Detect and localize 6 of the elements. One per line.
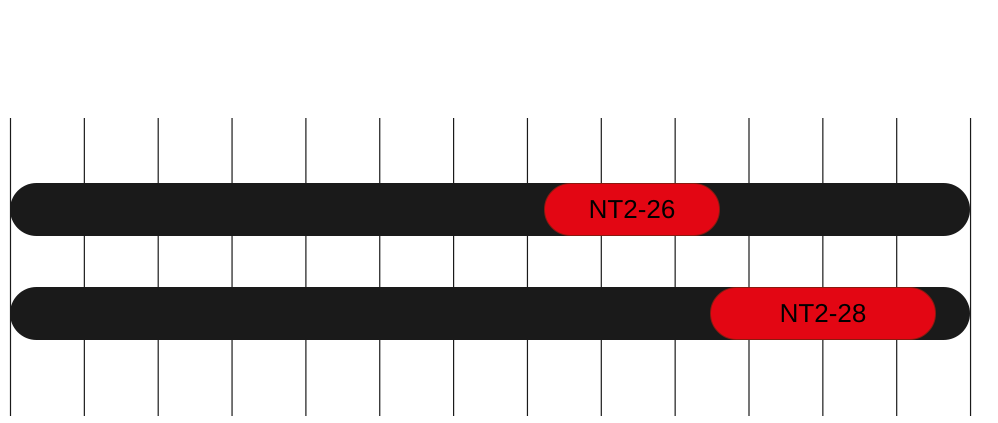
- label-pill: [544, 183, 720, 236]
- timeline-bar: [10, 183, 970, 236]
- label-pill: [710, 287, 936, 340]
- pill-label: NT2-26: [588, 194, 676, 225]
- timeline-bar: [10, 287, 970, 340]
- pill-label: NT2-28: [780, 298, 866, 329]
